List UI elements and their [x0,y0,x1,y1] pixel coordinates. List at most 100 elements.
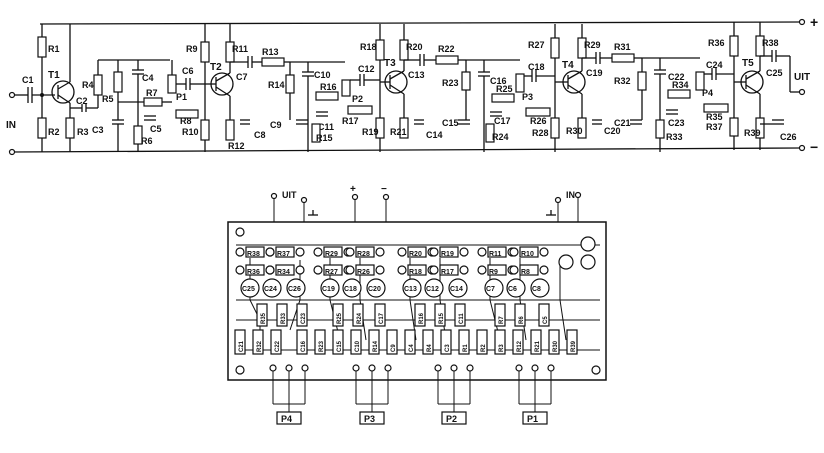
r24-label: R24 [492,132,509,142]
c19-label: C19 [586,68,603,78]
r29-label: R29 [584,40,601,50]
pcb-bottom-r21: R21 [530,329,542,355]
pcb-mid-c23: C23 [296,303,308,327]
pcb-part-label: C10 [355,340,361,352]
r4-label: R4 [82,80,94,90]
pcb-outline [227,221,607,381]
r25-resistor [491,93,515,103]
r3-label: R3 [77,127,89,137]
r15-label: R15 [316,133,333,143]
pcb-component-body [368,329,380,355]
pcb-bottom-c15: C15 [332,329,344,355]
pcb-component-body [296,303,308,327]
pcb-component-body [530,329,542,355]
pcb-part-label: C22 [275,340,281,352]
pcb-resistor-body [323,264,343,276]
pcb-part-label: C16 [301,340,307,352]
r2-label: R2 [48,127,60,137]
pcb-bottom-r39: R39 [566,329,578,355]
pcb-mid-c11: C11 [454,303,466,327]
t4-label: T4 [562,60,574,71]
pot-label: P3 [364,414,375,424]
positive-rail [39,21,801,25]
pcb-capacitor-body [286,278,306,298]
r32-resistor [637,71,647,91]
p1-pot [167,74,177,94]
mounting-hole-bottom-right [591,365,601,375]
pcb-second-r8: R8 [509,264,549,276]
pcb-bottom-r3: R3 [494,329,506,355]
pcb-part-label: R30 [553,340,559,352]
pot-pad [352,364,360,372]
pcb-cap-c19: C19 [320,278,340,298]
pcb-part-label: R27 [325,269,338,276]
solder-pad [345,265,355,275]
p4-pot [695,71,705,91]
pcb-part-label: C7 [486,286,495,293]
solder-pad [397,265,407,275]
pcb-component-body [548,329,560,355]
pcb-bottom-r32: R32 [252,329,264,355]
pcb-part-label: C21 [239,340,245,352]
pcb-part-label: R33 [281,312,287,324]
pcb-part-label: C14 [450,286,463,293]
solder-pad [295,265,305,275]
p2-pot [341,79,351,97]
pot-label: P1 [527,414,538,424]
c9-label: C9 [270,120,282,130]
solder-pad [235,265,245,275]
pcb-part-label: C12 [426,286,439,293]
pcb-cap-c26: C26 [286,278,306,298]
c6-label: C6 [182,66,194,76]
r23-resistor [461,71,471,91]
pcb-part-label: C9 [391,344,397,352]
pcb-part-label: R11 [489,251,502,258]
solder-pad [345,247,355,257]
pcb-part-label: R15 [439,312,445,324]
r19-label: R19 [362,127,379,137]
pcb-bottom-r30: R30 [548,329,560,355]
pot-pad [515,364,523,372]
r34-resistor [667,89,691,99]
pcb-part-label: R37 [277,251,290,258]
c7-label: C7 [236,72,248,82]
p4-label: P4 [702,88,713,98]
pcb-cap-c7: C7 [484,278,504,298]
pot-pad [368,364,376,372]
r13-resistor [261,57,285,67]
r12-label: R12 [228,141,245,151]
p2-label: P2 [352,94,363,104]
r11-label: R11 [232,44,248,54]
r17-resistor [347,105,373,115]
solder-pad [313,265,323,275]
pot-pad [531,364,539,372]
c12-label: C12 [358,64,375,74]
pcb-cap-c18: C18 [342,278,362,298]
pcb-bottom-c9: C9 [386,329,398,355]
pcb-bottom-r1: R1 [458,329,470,355]
pcb-part-label: R17 [441,269,454,276]
pcb-cap-c24: C24 [262,278,282,298]
pcb-mid-r33: R33 [276,303,288,327]
pcb-capacitor-body [402,278,422,298]
c20-label: C20 [604,126,621,136]
r3-resistor [65,117,75,139]
pcb-part-label: R32 [257,340,263,352]
pcb-top-r28: R28 [345,246,385,258]
r36-resistor [729,35,739,57]
pcb-part-label: R26 [357,269,370,276]
pcb-part-label: C20 [368,286,381,293]
r7-resistor [143,97,163,107]
pcb-mid-r6: R6 [514,303,526,327]
r30-label: R30 [566,126,583,136]
pcb-component-body [454,303,466,327]
positive-rail-label: + [810,14,818,30]
pcb-component-body [374,303,386,327]
pcb-component-body [434,303,446,327]
pcb-part-label: C13 [404,286,417,293]
pcb-part-label: C26 [288,286,301,293]
r20-label: R20 [406,42,423,52]
pcb-bottom-c22: C22 [270,329,282,355]
